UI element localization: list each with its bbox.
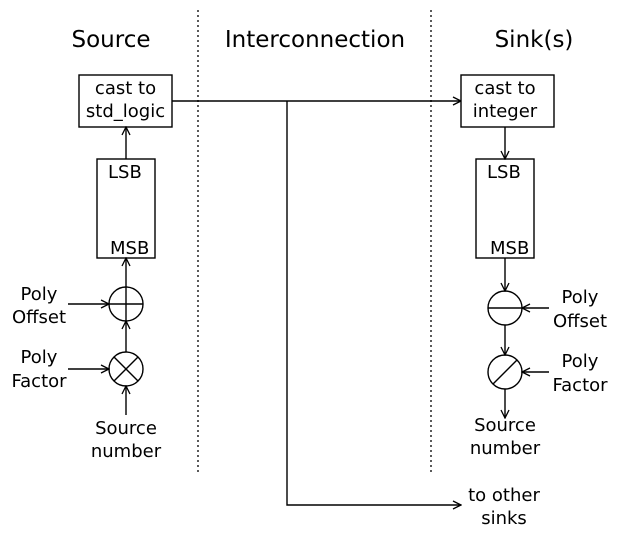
source-factor-line1: Poly [21, 347, 58, 368]
sink-register: LSB MSB [475, 158, 535, 259]
source-offset-line1: Poly [21, 284, 58, 305]
sink-factor-line2: Factor [552, 375, 608, 396]
source-cast-line2: std_logic [86, 101, 165, 122]
source-factor-line2: Factor [11, 371, 67, 392]
other-sinks-line2: sinks [481, 508, 527, 529]
header-source: Source [72, 27, 151, 53]
sink-cast-box: cast to integer [460, 74, 555, 128]
source-adder [108, 286, 144, 322]
sink-offset-line1: Poly [562, 287, 599, 308]
source-register: LSB MSB [96, 158, 156, 259]
sink-number-line1: Source [474, 415, 536, 436]
source-cast-line1: cast to [95, 78, 156, 99]
sink-lsb-label: LSB [487, 162, 521, 183]
source-number-line2: number [91, 441, 162, 462]
source-offset-line2: Offset [12, 307, 66, 328]
header-interconnection: Interconnection [225, 27, 405, 53]
sink-number-line2: number [470, 438, 541, 459]
sink-cast-line1: cast to [474, 78, 535, 99]
source-lsb-label: LSB [108, 162, 142, 183]
source-msb-label: MSB [110, 238, 149, 259]
source-cast-box: cast to std_logic [78, 74, 173, 128]
sink-factor-line1: Poly [562, 351, 599, 372]
sink-cast-line2: integer [473, 101, 538, 122]
sink-offset-line2: Offset [553, 311, 607, 332]
sink-divider [487, 354, 523, 390]
sink-msb-label: MSB [490, 238, 529, 259]
header-sinks: Sink(s) [495, 27, 574, 53]
branch-to-other-sinks [286, 101, 461, 505]
sink-subtractor [487, 290, 523, 326]
source-multiplier [108, 351, 144, 387]
source-number-line1: Source [95, 418, 157, 439]
other-sinks-line1: to other [468, 485, 540, 506]
